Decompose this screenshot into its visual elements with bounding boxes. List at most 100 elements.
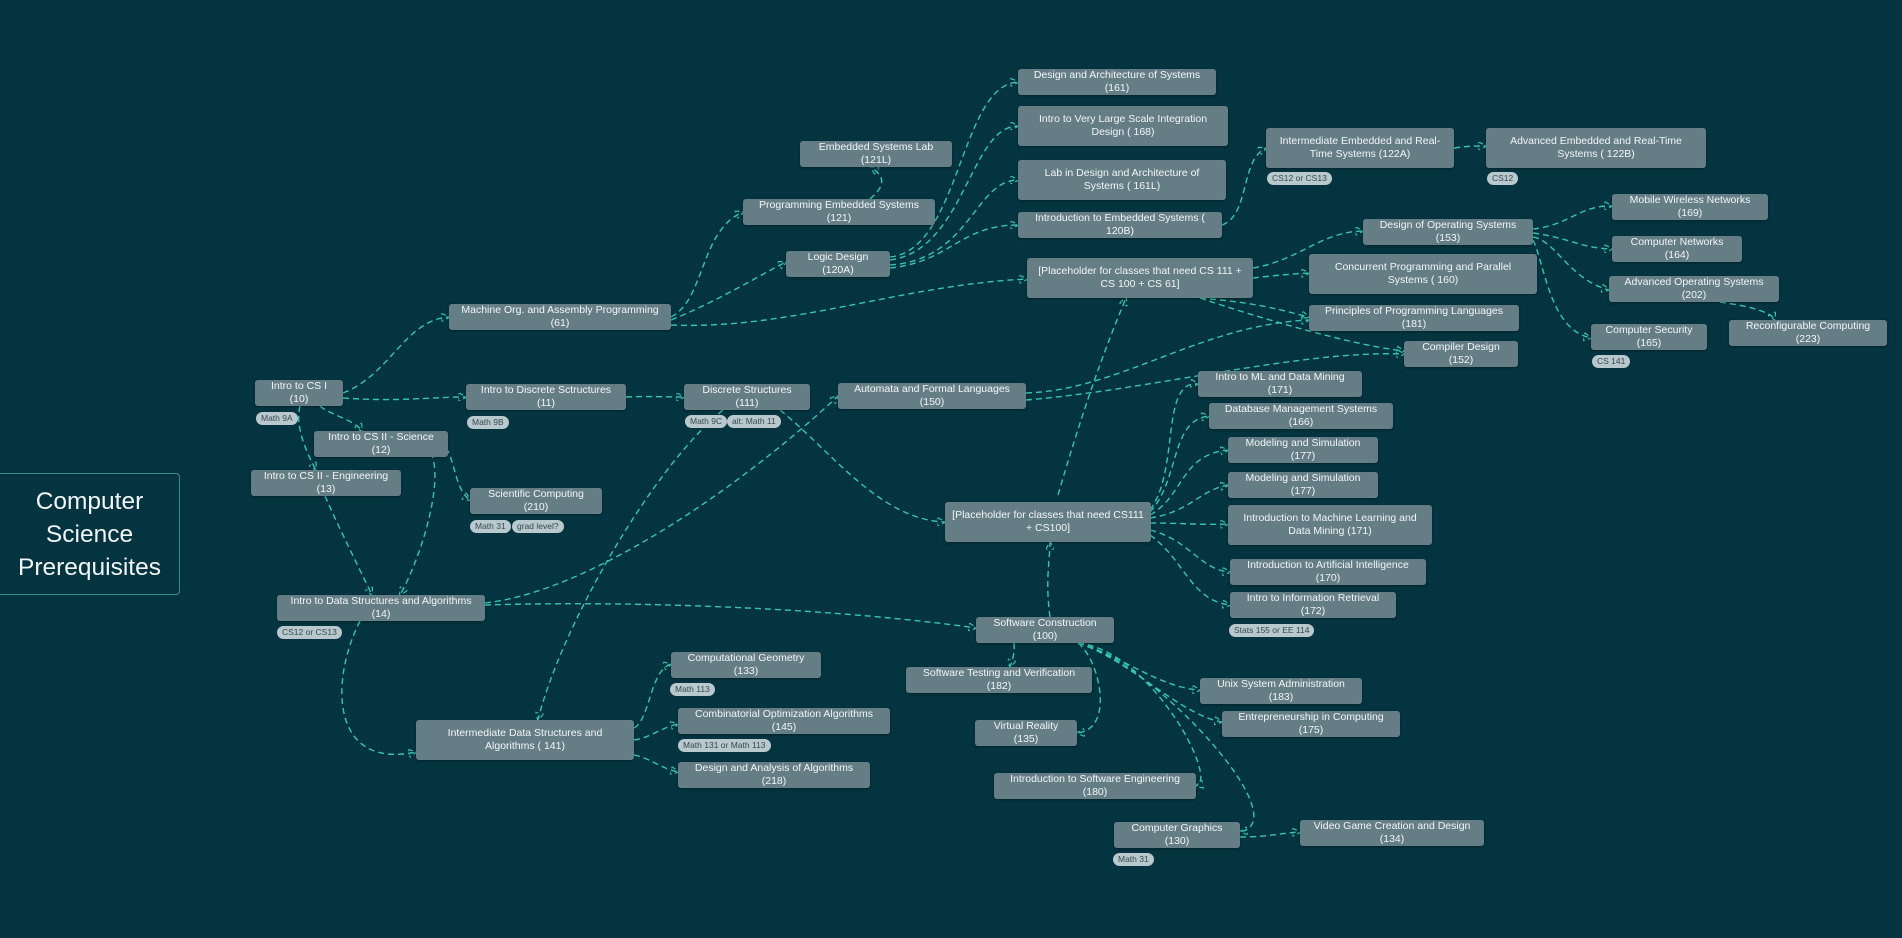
prerequisite-arrow (342, 317, 449, 394)
prerequisite-arrow (1149, 384, 1198, 511)
course-cs11[interactable]: Intro to Discrete Sctructures (11) (466, 384, 626, 410)
diagram-title: Computer Science Prerequisites (0, 473, 180, 595)
prerequisite-arrow (1077, 642, 1101, 733)
prerequisite-arrow (1149, 529, 1230, 572)
prerequisite-arrow (324, 495, 372, 595)
prerequisite-arrow (1239, 832, 1300, 837)
prerequisite-arrow (870, 167, 883, 200)
prerequisite-arrow (1149, 523, 1228, 524)
tag-cs14-requirement: CS12 or CS13 (277, 626, 342, 639)
course-cs121l[interactable]: Embedded Systems Lab (121L) (800, 141, 952, 167)
prerequisite-arrow (1149, 416, 1209, 513)
course-cs170[interactable]: Introduction to Artificial Intelligence … (1230, 559, 1426, 585)
course-cs182[interactable]: Software Testing and Verification (182) (906, 667, 1092, 693)
course-cs165[interactable]: Computer Security (165) (1591, 324, 1707, 350)
course-cs10[interactable]: Intro to CS I (10) (255, 380, 343, 406)
course-cs14[interactable]: Intro to Data Structures and Algorithms … (277, 595, 485, 621)
prerequisite-arrow (538, 409, 724, 720)
prerequisite-arrow (484, 396, 838, 604)
prerequisite-arrow (1532, 236, 1609, 290)
prerequisite-arrow (1077, 642, 1255, 832)
prerequisite-arrow (342, 397, 466, 400)
prerequisite-arrow (319, 405, 362, 431)
tag-cs10-requirement: Math 9A (256, 412, 298, 425)
prerequisite-arrow (633, 664, 671, 729)
course-cs120b[interactable]: Introduction to Embedded Systems ( 120B) (1018, 212, 1222, 238)
course-cs153[interactable]: Design of Operating Systems (153) (1363, 219, 1533, 245)
course-cs160[interactable]: Concurrent Programming and Parallel Syst… (1309, 254, 1537, 294)
prerequisite-arrow (1252, 273, 1309, 278)
prerequisite-arrow (400, 443, 436, 595)
prerequisite-arrow (341, 620, 416, 754)
course-cs223[interactable]: Reconfigurable Computing (223) (1729, 320, 1887, 346)
course-cs218[interactable]: Design and Analysis of Algorithms (218) (678, 762, 870, 788)
prerequisite-arrow (670, 262, 786, 321)
prerequisite-arrow (1025, 354, 1404, 401)
tag-cs133-requirement: Math 113 (670, 683, 715, 696)
tag-cs165-requirement: CS 141 (1592, 355, 1631, 368)
course-cs202[interactable]: Advanced Operating Systems (202) (1609, 276, 1779, 302)
course-cs164[interactable]: Computer Networks (164) (1612, 236, 1742, 262)
course-cs166[interactable]: Database Management Systems (166) (1209, 403, 1393, 429)
prerequisite-arrow (445, 447, 470, 500)
course-cs210[interactable]: Scientific Computing (210) (470, 488, 602, 514)
course-cs122a[interactable]: Intermediate Embedded and Real-Time Syst… (1266, 128, 1454, 168)
course-cs134[interactable]: Video Game Creation and Design (134) (1300, 820, 1484, 846)
prerequisite-arrow (298, 405, 316, 470)
course-cs111[interactable]: Discrete Structures (111) (684, 384, 810, 410)
prerequisite-arrow (889, 225, 1018, 269)
prerequisite-arrow (1077, 642, 1200, 690)
course-cs169[interactable]: Mobile Wireless Networks (169) (1612, 194, 1768, 220)
course-cs141[interactable]: Intermediate Data Structures and Algorit… (416, 720, 634, 760)
course-cs181[interactable]: Principles of Programming Languages (181… (1309, 305, 1519, 331)
course-cs13[interactable]: Intro to CS II - Engineering (13) (251, 470, 401, 496)
course-cs152[interactable]: Compiler Design (152) (1404, 341, 1518, 367)
prerequisite-arrow (1149, 485, 1228, 519)
tag-cs111-alternative: alt: Math 11 (727, 415, 781, 428)
tag-cs172-requirement: Stats 155 or EE 114 (1229, 624, 1315, 637)
placeholder-cs111-cs100-cs61[interactable]: [Placeholder for classes that need CS 11… (1027, 258, 1253, 298)
prerequisite-arrow (1149, 450, 1228, 516)
prerequisite-arrow (670, 212, 743, 318)
prerequisite-arrow (1532, 239, 1591, 338)
course-cs100[interactable]: Software Construction (100) (976, 617, 1114, 643)
prerequisite-arrow (1221, 148, 1266, 226)
tag-cs111-requirement: Math 9C (685, 415, 728, 428)
course-cs177-b[interactable]: Modeling and Simulation (177) (1228, 472, 1378, 498)
course-cs161l[interactable]: Lab in Design and Architecture of System… (1018, 160, 1226, 200)
prerequisite-arrow (633, 754, 678, 772)
prerequisite-arrow (889, 82, 1018, 258)
course-cs145[interactable]: Combinatorial Optimization Algorithms (1… (678, 708, 890, 734)
course-cs180[interactable]: Introduction to Software Engineering (18… (994, 773, 1196, 799)
course-cs121[interactable]: Programming Embedded Systems (121) (743, 199, 935, 225)
course-cs183[interactable]: Unix System Administration (183) (1200, 678, 1362, 704)
course-cs130[interactable]: Computer Graphics (130) (1114, 822, 1240, 848)
course-cs175[interactable]: Entrepreneurship in Computing (175) (1222, 711, 1400, 737)
prerequisite-arrow (1057, 298, 1126, 496)
course-cs135[interactable]: Virtual Reality (135) (975, 720, 1077, 746)
course-cs12[interactable]: Intro to CS II - Science (12) (314, 431, 448, 457)
course-cs61[interactable]: Machine Org. and Assembly Programming (6… (449, 304, 671, 330)
course-cs133[interactable]: Computational Geometry (133) (671, 652, 821, 678)
course-cs161[interactable]: Design and Architecture of Systems (161) (1018, 69, 1216, 95)
course-cs150[interactable]: Automata and Formal Languages (150) (838, 383, 1026, 409)
course-cs171-ml[interactable]: Intro to ML and Data Mining (171) (1198, 371, 1362, 397)
course-cs168[interactable]: Intro to Very Large Scale Integration De… (1018, 106, 1228, 146)
prerequisite-arrow (484, 603, 976, 628)
prerequisite-arrow (1149, 534, 1230, 605)
course-cs171-intro-ml[interactable]: Introduction to Machine Learning and Dat… (1228, 505, 1432, 545)
tag-cs210-note: grad level? (512, 520, 564, 533)
prerequisite-arrow (1453, 146, 1486, 148)
prerequisite-arrow (1532, 232, 1612, 249)
prerequisite-arrow (1025, 320, 1309, 394)
tag-cs145-requirement: Math 131 or Math 113 (678, 739, 771, 752)
tag-cs210-requirement: Math 31 (470, 520, 511, 533)
course-cs172[interactable]: Intro to Information Retrieval (172) (1230, 592, 1396, 618)
prerequisite-arrow (1532, 206, 1612, 230)
course-cs122b[interactable]: Advanced Embedded and Real-Time Systems … (1486, 128, 1706, 168)
course-cs177-a[interactable]: Modeling and Simulation (177) (1228, 437, 1378, 463)
tag-cs122b-requirement: CS12 (1487, 172, 1519, 185)
placeholder-cs111-cs100[interactable]: [Placeholder for classes that need CS111… (945, 502, 1151, 542)
course-cs120a[interactable]: Logic Design (120A) (786, 251, 890, 277)
